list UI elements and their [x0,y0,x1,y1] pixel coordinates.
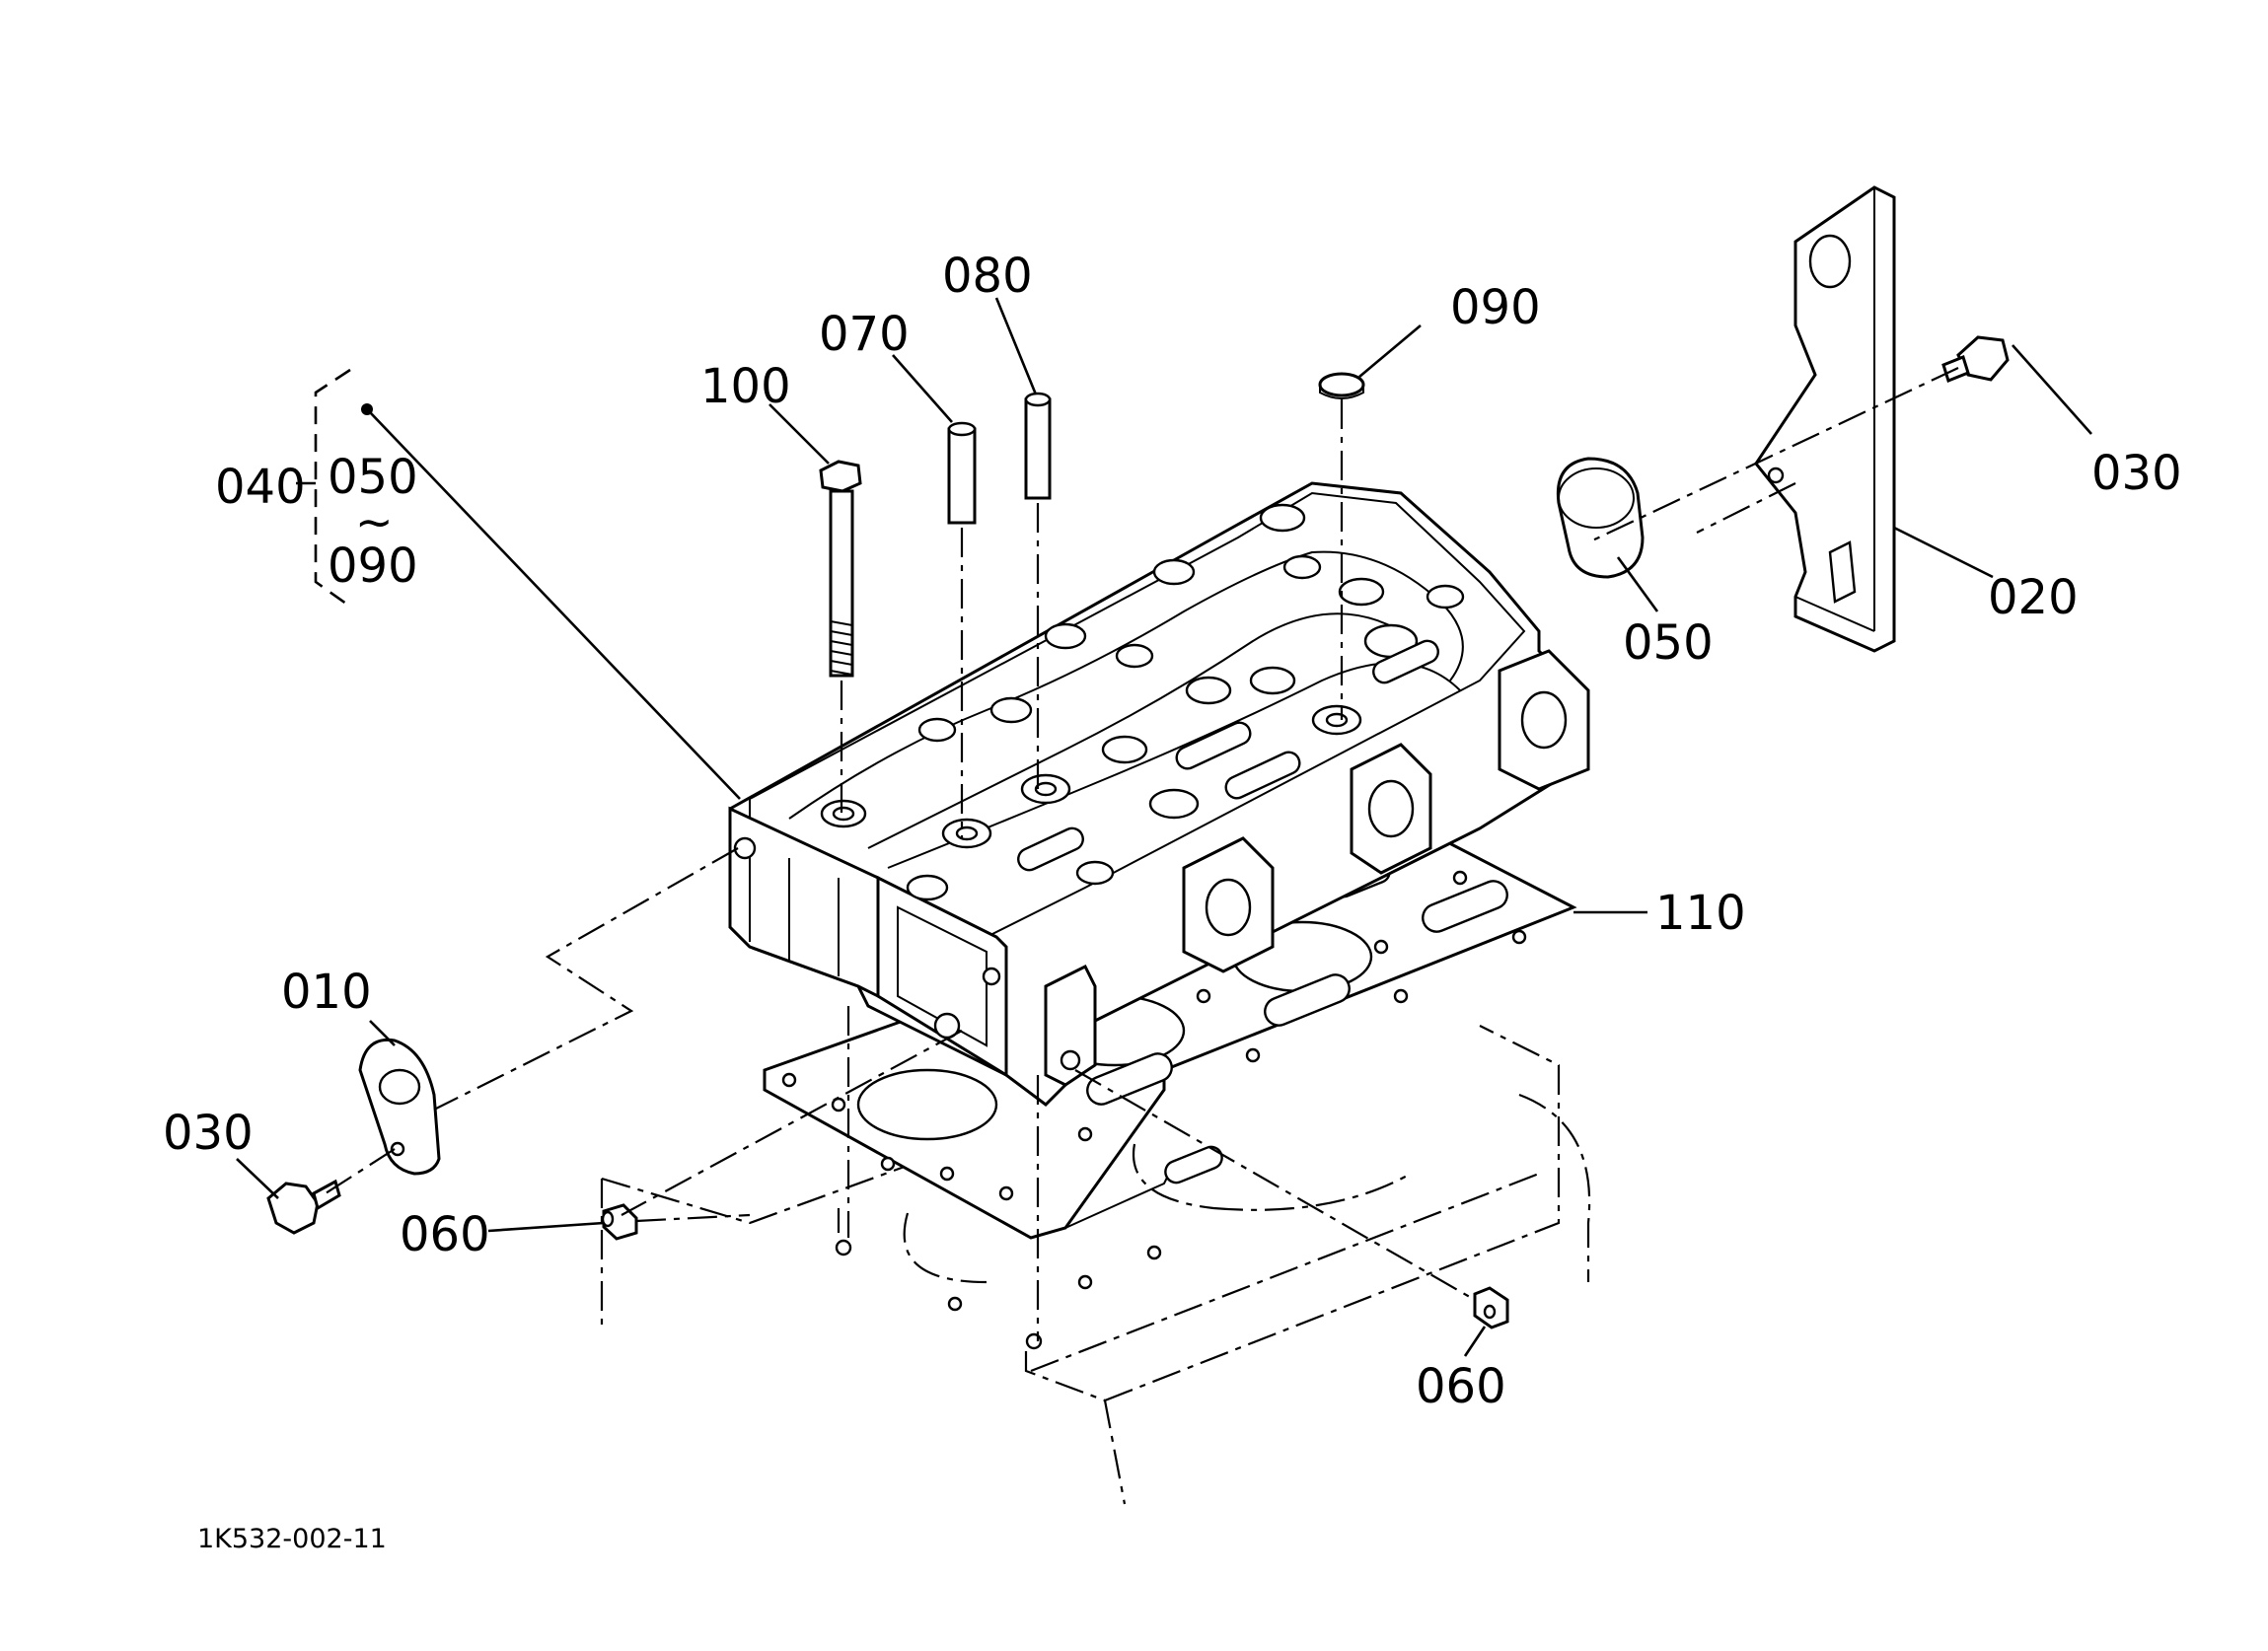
alignment-lines [325,367,1959,1341]
label-070: 070 [819,307,910,362]
label-060-left: 060 [400,1207,490,1262]
label-050-group: 050 [328,450,418,505]
diagram-reference-number: 1K532-002-11 [197,1524,387,1554]
label-080: 080 [942,249,1033,304]
bolt-030-right [1941,335,2010,383]
cylinder-head [728,481,1590,1107]
label-110: 110 [1655,886,1746,941]
plug-050 [1556,457,1645,579]
label-group-tilde: ~ [355,495,394,548]
callout-labels: 040 050 ~ 090 100 070 080 090 030 020 05… [163,249,2182,1554]
label-050: 050 [1623,615,1714,671]
leader-lines [236,297,2092,1357]
bolt-030-left [266,1179,341,1235]
dowel-060-right [1473,1286,1509,1329]
label-090-group: 090 [328,538,418,594]
label-030-right: 030 [2091,446,2182,501]
plate-010 [358,1038,441,1176]
label-060-right: 060 [1416,1359,1506,1414]
bracket-020 [1754,185,1896,653]
sleeve-080 [1024,392,1052,500]
label-010: 010 [281,965,372,1020]
seal-090 [1318,372,1365,399]
label-040: 040 [215,460,306,515]
label-020: 020 [1988,570,2079,625]
head-bolt-100 [819,460,862,678]
label-090: 090 [1450,280,1541,335]
engine-block [600,1025,1591,1505]
label-100: 100 [700,359,791,414]
sleeve-070 [947,421,977,525]
dowel-060-left [601,1203,638,1241]
group-bracket-040 [296,368,351,609]
label-030-left: 030 [163,1106,254,1161]
